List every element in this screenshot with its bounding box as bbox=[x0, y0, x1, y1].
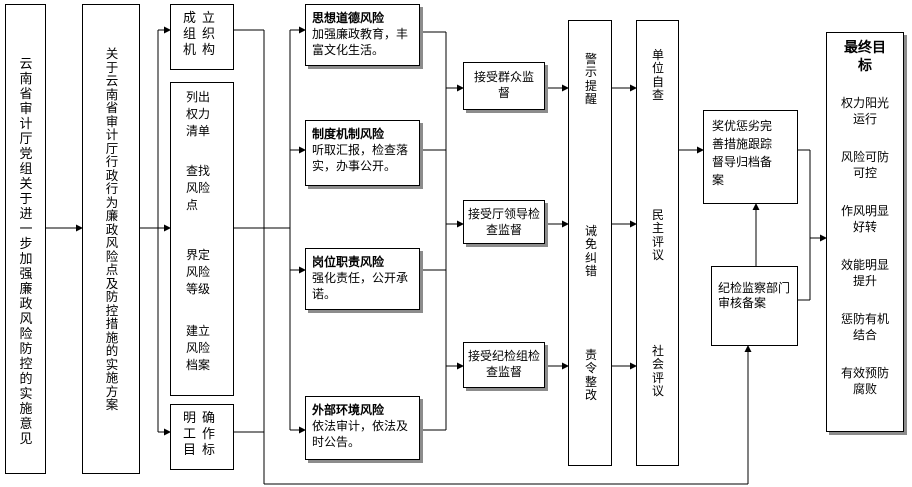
risk-box-ethics: 思想道德风险 加强廉政教育，丰富文化生活。 bbox=[305, 4, 420, 66]
mass-supervision-box: 接受群众监督 bbox=[463, 62, 545, 110]
build-archive-text: 建立风险档案 bbox=[186, 324, 211, 372]
establish-org-box: 成立组织机构 bbox=[170, 4, 234, 70]
implementation-opinion-box: 云南省审计厅党组关于进一步加强廉政风险防控的实施意见 bbox=[5, 4, 46, 474]
discipline-supervision-box: 接受纪检组检查监督 bbox=[463, 342, 545, 388]
follow-up-text: 奖优惩劣完善措施跟踪督导归档备案 bbox=[712, 119, 773, 187]
establish-org-text: 成立组织机构 bbox=[183, 11, 222, 58]
follow-up-box: 奖优惩劣完善措施跟踪督导归档备案 bbox=[703, 110, 798, 204]
goal-item: 有效预防腐败 bbox=[841, 366, 890, 396]
implementation-plan-box: 关于云南省审计厅行政行为廉政风险点及防控措施的实施方案 bbox=[82, 4, 140, 474]
goal-item: 惩防有机结合 bbox=[841, 312, 890, 342]
risk-title: 思想道德风险 bbox=[312, 11, 385, 25]
evaluation-column-box: 单位自查 民主评议 社会评议 bbox=[636, 20, 679, 466]
final-goals-box: 最终目标 权力阳光运行 风险可防可控 作风明显好转 效能明显提升 惩防有机结合 … bbox=[826, 32, 904, 432]
leader-supervision-box: 接受厅领导检查监督 bbox=[463, 200, 545, 244]
risk-measure: 强化责任，公开承诺。 bbox=[312, 271, 409, 301]
warning-correct-text: 诫免纠错 bbox=[584, 224, 597, 279]
final-goals-title: 最终目标 bbox=[844, 40, 886, 74]
discipline-supervision-text: 接受纪检组检查监督 bbox=[468, 349, 541, 379]
clarify-goals-text: 明确工作目标 bbox=[183, 411, 222, 458]
clarify-goals-box: 明确工作目标 bbox=[170, 404, 234, 470]
find-points-text: 查找风险点 bbox=[186, 164, 211, 212]
social-evaluation-text: 社会评议 bbox=[651, 344, 664, 399]
warning-alert-text: 警示提醒 bbox=[584, 52, 597, 107]
goal-item: 风险可防可控 bbox=[841, 150, 890, 180]
risk-box-external: 外部环境风险 依法审计，依法及时公告。 bbox=[305, 396, 420, 460]
risk-measure: 依法审计，依法及时公告。 bbox=[312, 419, 409, 449]
goal-item: 权力阳光运行 bbox=[841, 96, 890, 126]
risk-measure: 听取汇报，检查落实，办事公开。 bbox=[312, 143, 409, 173]
opinion-text: 云南省审计厅党组关于进一步加强廉政风险防控的实施意见 bbox=[19, 57, 33, 447]
define-level-text: 界定风险等级 bbox=[186, 248, 211, 296]
warning-rectify-text: 责令整改 bbox=[584, 348, 597, 403]
risk-title: 外部环境风险 bbox=[312, 403, 385, 417]
plan-text: 关于云南省审计厅行政行为廉政风险点及防控措施的实施方案 bbox=[105, 46, 119, 412]
democratic-evaluation-text: 民主评议 bbox=[651, 208, 664, 263]
risk-title: 制度机制风险 bbox=[312, 127, 385, 141]
risk-box-post: 岗位职责风险 强化责任，公开承诺。 bbox=[305, 248, 420, 310]
risk-identification-box: 列出权力清单 查找风险点 界定风险等级 建立风险档案 bbox=[170, 82, 234, 396]
goal-item: 效能明显提升 bbox=[841, 258, 890, 288]
warning-column-box: 警示提醒 诫免纠错 责令整改 bbox=[568, 20, 612, 466]
mass-supervision-text: 接受群众监督 bbox=[474, 70, 535, 100]
risk-title: 岗位职责风险 bbox=[312, 255, 385, 269]
risk-measure: 加强廉政教育，丰富文化生活。 bbox=[312, 27, 409, 57]
review-text: 纪检监察部门审核备案 bbox=[718, 281, 791, 310]
goal-item: 作风明显好转 bbox=[841, 204, 890, 234]
list-power-text: 列出权力清单 bbox=[186, 90, 211, 138]
leader-supervision-text: 接受厅领导检查监督 bbox=[468, 207, 541, 237]
risk-box-system: 制度机制风险 听取汇报，检查落实，办事公开。 bbox=[305, 120, 420, 186]
self-check-text: 单位自查 bbox=[651, 48, 664, 103]
review-box: 纪检监察部门审核备案 bbox=[711, 266, 798, 346]
